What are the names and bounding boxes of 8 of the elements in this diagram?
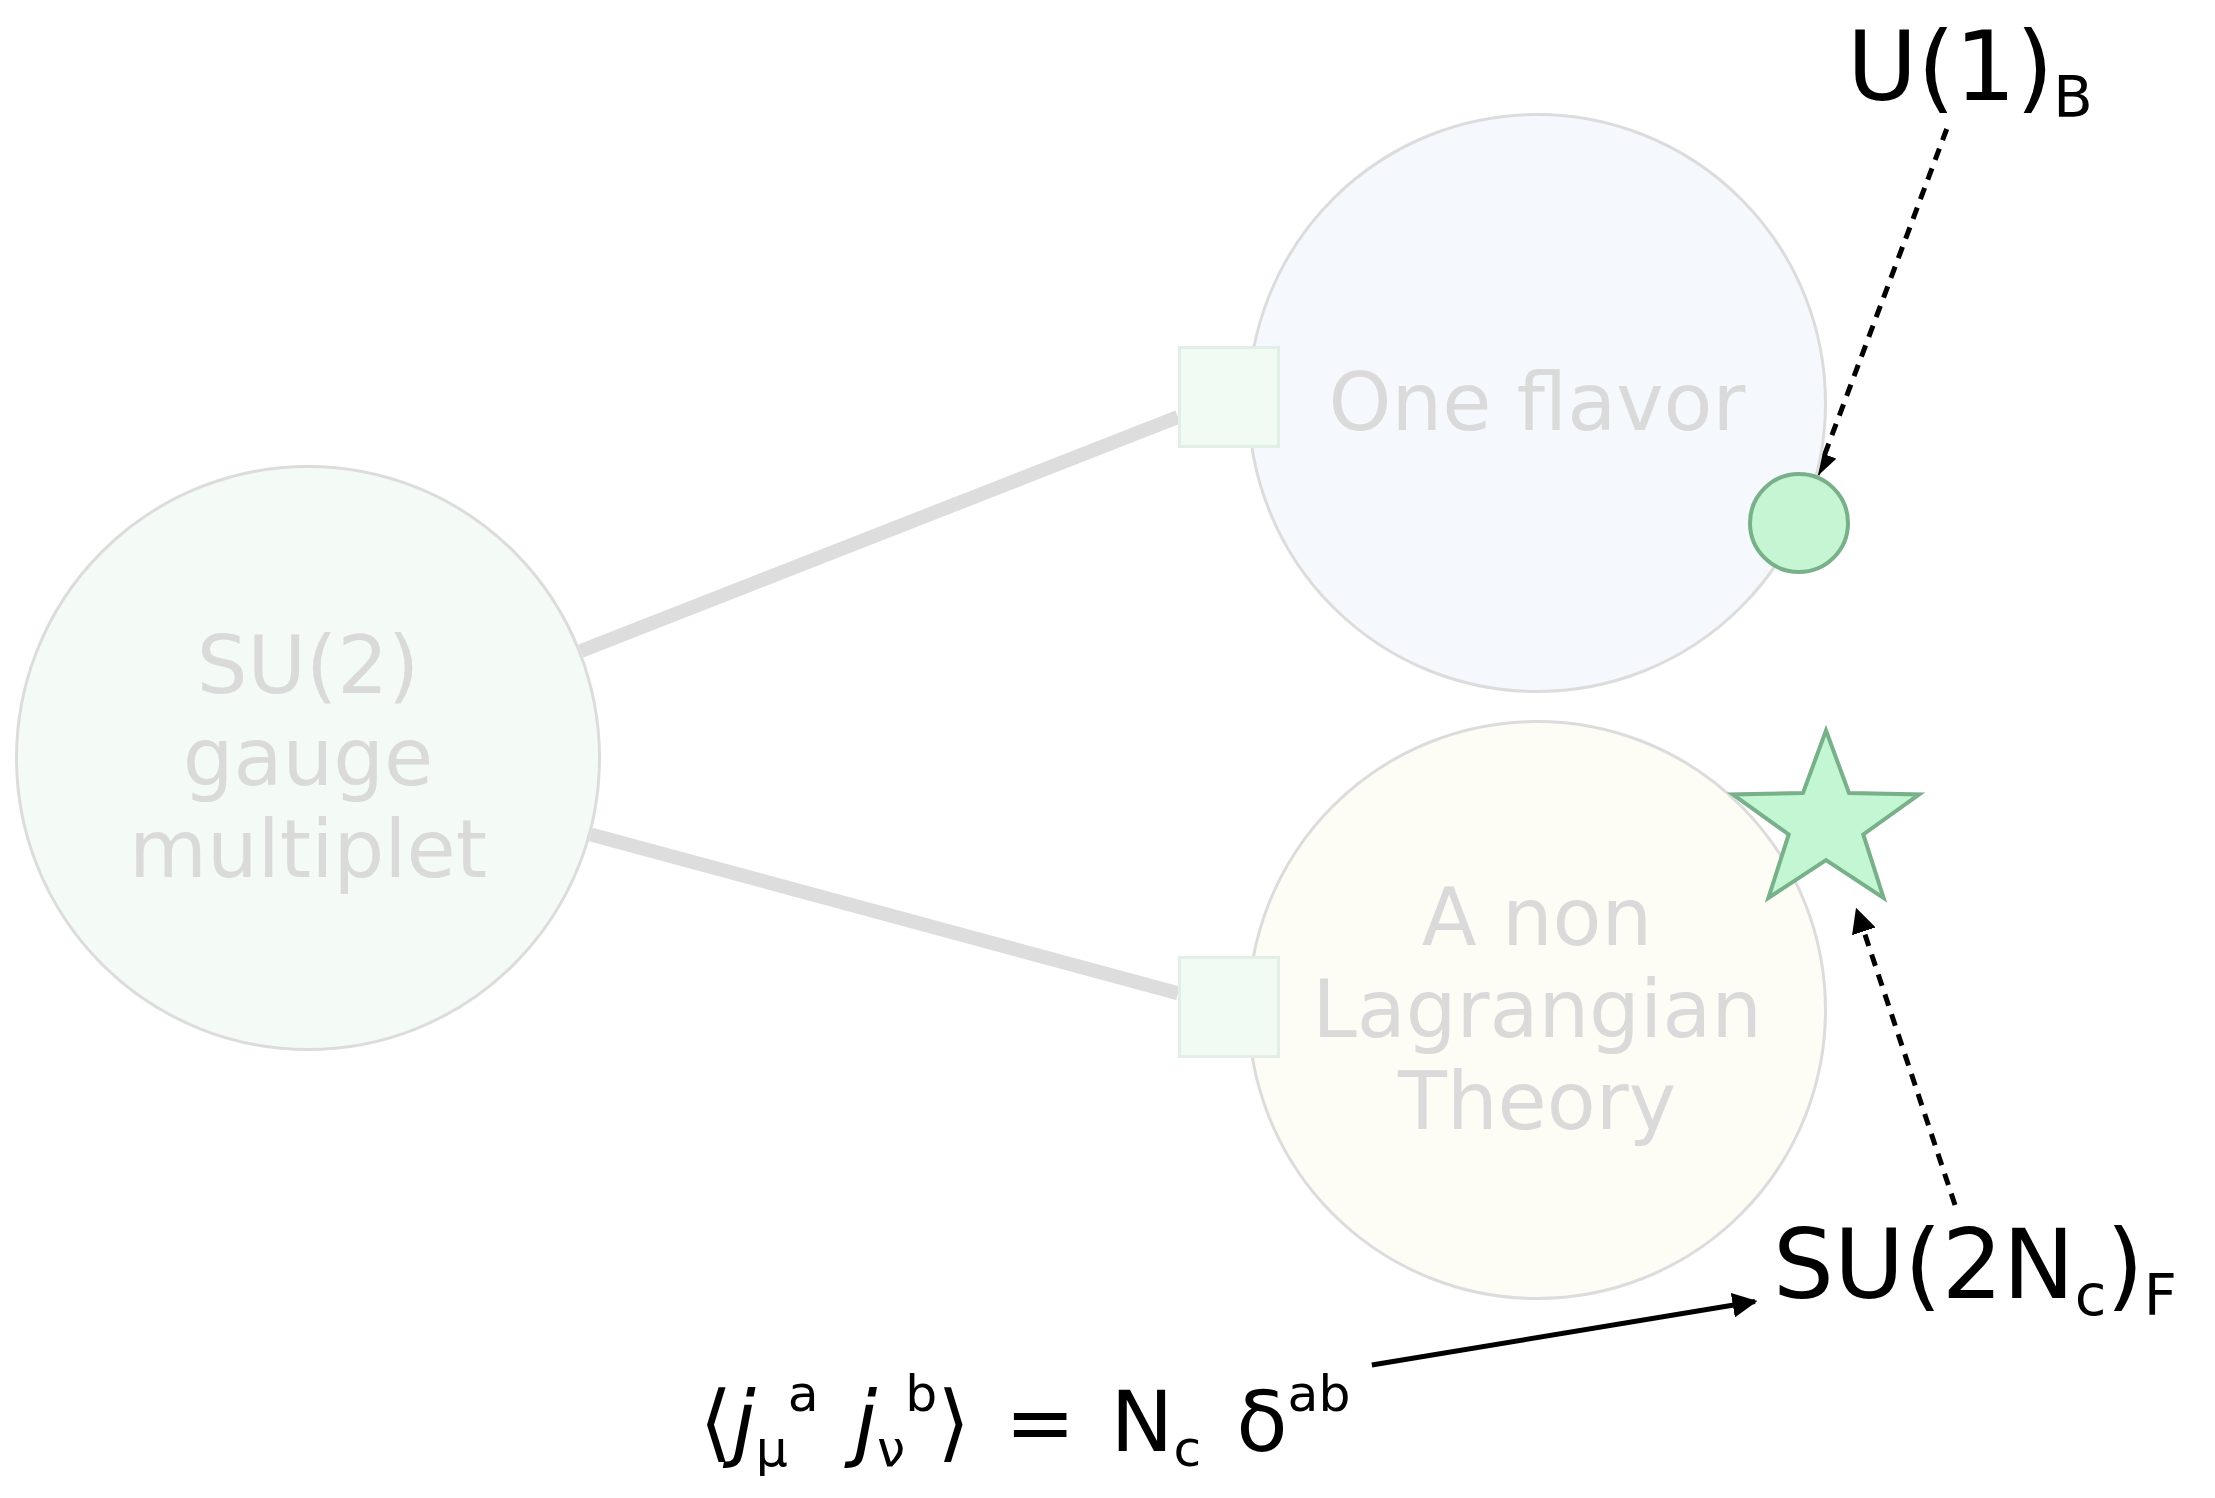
arrow [1371, 1292, 1758, 1368]
math-label: ⟨j$_{μ}$$^{a}$ j$_{ν}$$^{b}$⟩ = N$_{c}$ δ$^{ab}$ [630, 1365, 1420, 1480]
square-node [1178, 346, 1280, 448]
math-label: SU(2N$_{c}$)$_{F}$ [1755, 1205, 2195, 1325]
square-node [1178, 956, 1280, 1058]
connector-line [589, 827, 1180, 1000]
arrow [1852, 907, 1958, 1206]
math-label: U(1)$_{B}$ [1820, 5, 2120, 129]
